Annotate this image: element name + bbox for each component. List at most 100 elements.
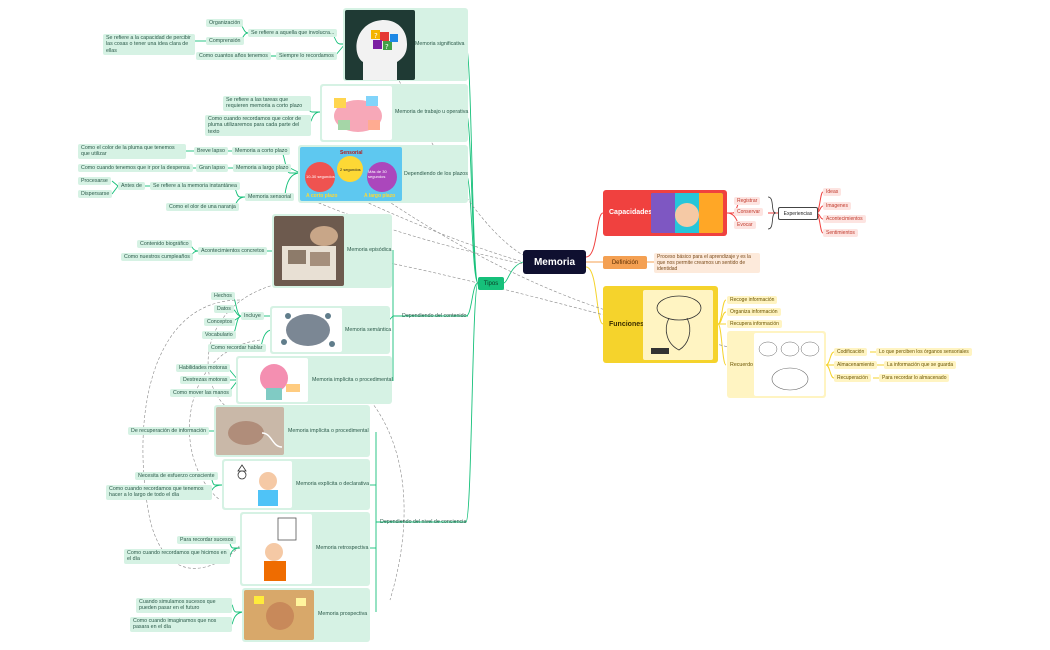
memoria-retrospectiva-label: Memoria retrospectiva xyxy=(316,545,369,551)
node-largo-plazo[interactable]: Memoria a largo plazo xyxy=(233,164,292,173)
node-destrezas-motoras[interactable]: Destrezas motoras xyxy=(180,376,231,385)
memoria-explicita-label: Memoria explícita o declarativa xyxy=(296,481,370,487)
svg-text:?: ? xyxy=(374,32,378,40)
plazos-label: Dependiendo de los plazos xyxy=(404,171,468,177)
man-thinking-image xyxy=(244,590,314,640)
stage-largo-time: Más de 30 segundos xyxy=(368,169,387,179)
root-node[interactable]: Memoria xyxy=(523,250,586,274)
funciones-label: Funciones xyxy=(609,321,645,328)
node-olor-naranja[interactable]: Como el olor de una naranja xyxy=(166,203,239,212)
memoria-prospectiva-label: Memoria prospectiva xyxy=(318,611,368,617)
node-esfuerzo-consciente[interactable]: Necesita de esfuerzo consciente xyxy=(135,472,218,481)
node-todo-el-dia[interactable]: Como cuando recordamos que tenemos hacer… xyxy=(106,485,212,500)
memoria-implicita-conciencia-label: Memoria implícita o procedimental xyxy=(288,428,369,434)
brain-notes-illustration xyxy=(334,96,382,132)
photo-album-image xyxy=(274,216,344,286)
node-incluye[interactable]: Incluye xyxy=(241,312,264,321)
memory-stages-image: Sensorial 2 segundos 10-30 segundos Más … xyxy=(300,147,402,201)
node-corto-plazo[interactable]: Memoria a corto plazo xyxy=(232,147,291,156)
node-organiza-informacion[interactable]: Organiza información xyxy=(727,308,781,316)
node-sentimientos[interactable]: Sentimientos xyxy=(823,229,858,237)
node-mover-manos[interactable]: Como mover las manos xyxy=(170,389,232,398)
node-organizacion[interactable]: Organización xyxy=(206,19,244,28)
node-cumpleanos[interactable]: Como nuestros cumpleaños xyxy=(121,253,193,262)
node-experiencias[interactable]: Experiencias xyxy=(778,207,818,220)
node-antes-de[interactable]: Antes de xyxy=(118,182,145,191)
node-cuantos-anos[interactable]: Como cuantos años tenemos xyxy=(196,52,271,61)
head-colors-image xyxy=(651,193,723,233)
funciones-node[interactable]: Funciones xyxy=(603,286,718,363)
brain-gears-image xyxy=(238,358,308,402)
node-recordar-hablar[interactable]: Como recordar hablar xyxy=(208,344,266,353)
node-simulamos-futuro[interactable]: Cuando simulamos sucesos que pueden pasa… xyxy=(136,598,232,613)
node-evocar[interactable]: Evocar xyxy=(734,221,756,229)
node-conservar[interactable]: Conservar xyxy=(734,208,764,216)
node-color-pluma-texto[interactable]: Como cuando recordamos que color de plum… xyxy=(205,115,311,136)
node-memoria-sensorial[interactable]: Memoria sensorial xyxy=(245,193,295,202)
node-registrar[interactable]: Registrar xyxy=(734,197,761,205)
node-recuperacion-desc[interactable]: Para recordar lo almacenado xyxy=(879,374,950,382)
node-codificacion[interactable]: Codificación xyxy=(834,348,868,356)
stage-corto-label: A corto plazo xyxy=(306,193,338,199)
definicion-node[interactable]: Definición xyxy=(603,256,647,269)
tipos-node[interactable]: Tipos xyxy=(478,277,504,290)
node-color-pluma[interactable]: Como el color de la pluma que tenemos qu… xyxy=(78,144,186,159)
node-breve-lapso[interactable]: Breve lapso xyxy=(194,147,228,156)
node-contenido-biografico[interactable]: Contenido biográfico xyxy=(137,240,192,249)
node-siempre-recordamos[interactable]: Siempre lo recordamos xyxy=(276,52,337,61)
node-hechos[interactable]: Hechos xyxy=(211,292,235,301)
contenido-label: Dependiendo del contenido xyxy=(402,313,467,319)
node-imagenes[interactable]: Imagenes xyxy=(823,202,851,210)
node-recordar-sucesos[interactable]: Para recordar sucesos xyxy=(177,536,237,545)
brain-gears-illustration xyxy=(260,364,300,400)
boy-clipboard-illustration xyxy=(264,517,297,581)
head-puzzle-image: ? ? xyxy=(345,10,415,80)
node-ideas[interactable]: Ideas xyxy=(823,188,842,196)
node-definicion-texto[interactable]: Proceso básico para el aprendizaje y es … xyxy=(654,253,760,273)
node-almacenamiento-desc[interactable]: La información que se guarda xyxy=(884,361,957,369)
node-dispersarse[interactable]: Dispersarse xyxy=(78,190,113,199)
brain-notes-image xyxy=(322,86,392,140)
node-conceptos[interactable]: Conceptos xyxy=(204,318,236,327)
node-percibir-cosas[interactable]: Se refiere a la capacidad de percibir la… xyxy=(103,34,195,55)
memoria-implicita-contenido-label: Memoria implícita o procedimental xyxy=(312,377,393,383)
recuerdo-label: Recuerdo xyxy=(730,362,753,368)
conciencia-label: Dependiendo del nivel de conciencia xyxy=(380,519,467,525)
boy-clipboard-image xyxy=(242,514,312,584)
stage-largo-label: A largo plazo xyxy=(364,193,396,199)
node-recoge-informacion[interactable]: Recoge información xyxy=(727,296,778,304)
node-recupera-informacion[interactable]: Recupera información xyxy=(727,320,782,328)
man-thinking-illustration xyxy=(254,596,306,630)
node-gran-lapso[interactable]: Gran lapso xyxy=(196,164,228,173)
head-colors-illustration xyxy=(651,193,723,233)
memoria-episodica-label: Memoria episódica xyxy=(347,247,392,253)
sketch-head-illustration xyxy=(651,295,702,354)
thinking-boy-illustration xyxy=(237,464,278,506)
node-procesarse[interactable]: Procesarse xyxy=(78,177,111,186)
node-comprension[interactable]: Comprensión xyxy=(206,37,244,46)
memoria-semantica-label: Memoria semántica xyxy=(345,327,392,333)
brain-diagram-illustration xyxy=(758,341,820,391)
stage-sensorial-time: 2 segundos xyxy=(340,167,361,172)
node-tareas-corto-plazo[interactable]: Se refiere a las tareas que requieren me… xyxy=(223,96,311,111)
node-se-refiere-involucra[interactable]: Se refiere a aquella que involucra... xyxy=(248,29,338,38)
node-habilidades-motoras[interactable]: Habilidades motoras xyxy=(176,364,231,373)
capacidades-node[interactable]: Capacidades xyxy=(603,190,727,236)
photo-album-illustration xyxy=(282,226,338,280)
node-acontecimientos[interactable]: Acontecimientos xyxy=(823,215,866,223)
capacidades-label: Capacidades xyxy=(609,209,653,216)
stage-corto-time: 10-30 segundos xyxy=(306,174,335,179)
node-memoria-instantanea[interactable]: Se refiere a la memoria instantánea xyxy=(150,182,240,191)
brain-diagram-image xyxy=(754,333,824,396)
node-acontecimientos-concretos[interactable]: Acontecimientos concretos xyxy=(198,247,268,256)
node-imaginamos[interactable]: Como cuando imaginamos que nos pasara en… xyxy=(130,617,232,632)
node-vocabulario[interactable]: Vocabulario xyxy=(202,331,236,340)
node-hicimos-dia[interactable]: Como cuando recordamos que hicimos en el… xyxy=(124,549,230,564)
node-recuperacion[interactable]: Recuperación xyxy=(834,374,871,382)
node-despensa[interactable]: Como cuando tenemos que ir por la despen… xyxy=(78,164,193,173)
sketch-head-image xyxy=(643,290,713,360)
node-codificacion-desc[interactable]: Lo que perciben los órganos sensoriales xyxy=(876,348,972,356)
node-almacenamiento[interactable]: Almacenamiento xyxy=(834,361,878,369)
node-datos[interactable]: Datos xyxy=(214,305,234,314)
node-recuperacion-informacion[interactable]: De recuperación de información xyxy=(128,427,210,436)
